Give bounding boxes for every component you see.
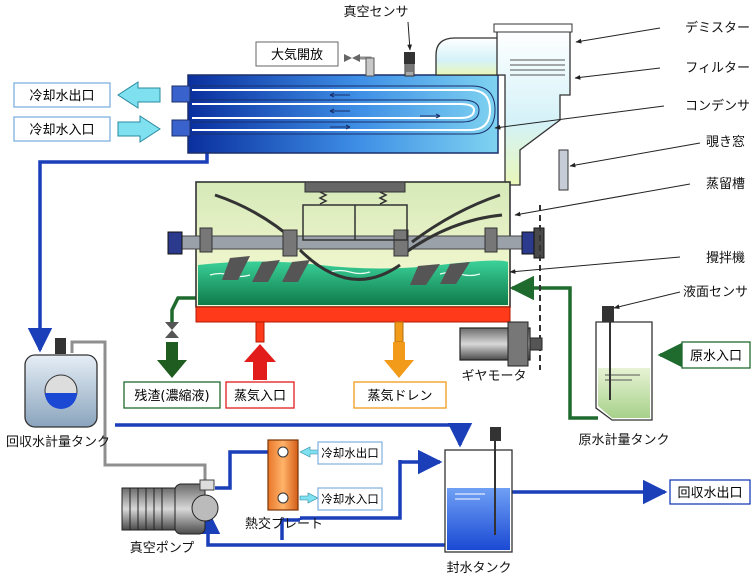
- condenser: [171, 74, 499, 154]
- steam-pipes: [255, 321, 404, 343]
- vapor-duct: [435, 23, 573, 191]
- label-plate-cooling-out: 冷却水出口: [321, 446, 379, 460]
- label-distillation-tank: 蒸留槽: [706, 177, 745, 192]
- cooling-out-box: [13, 82, 111, 108]
- plate-heat-exchanger: [267, 439, 299, 511]
- label-steam-drain: 蒸気ドレン: [367, 388, 432, 404]
- blue-pipes: [27, 150, 668, 547]
- residue-valve-icon: [165, 322, 179, 338]
- leader-lines: [407, 21, 701, 310]
- label-demister: デミスター: [685, 20, 750, 36]
- recovered-water-meter-tank: [24, 338, 98, 428]
- label-cooling-water-out: 冷却水出口: [29, 89, 94, 104]
- condenser-flow-arrows: [329, 92, 441, 130]
- gear-motor: [459, 321, 543, 367]
- big-arrows: [117, 81, 414, 504]
- label-atmosphere-open: 大気開放: [271, 47, 323, 63]
- label-level-sensor: 液面センサ: [683, 285, 748, 300]
- label-agitator: 攪拌機: [706, 251, 745, 266]
- label-filter: フィルター: [685, 61, 750, 76]
- label-sight-window: 覗き窓: [706, 134, 745, 150]
- raw-water-meter-tank: [595, 306, 653, 421]
- label-vacuum-sensor: 真空センサ: [343, 5, 408, 20]
- label-seal-water-tank: 封水タンク: [446, 561, 511, 576]
- vacuum-sensor: [404, 52, 415, 72]
- distillation-tank: [167, 181, 545, 323]
- cooling-in-box: [13, 116, 111, 142]
- seal-water-tank: [444, 427, 513, 553]
- steam-drain-box: [353, 381, 447, 409]
- plate-cooling-in-box: [317, 487, 383, 511]
- label-raw-water-meter-tank: 原水計量タンク: [578, 432, 669, 448]
- label-residue: 残渣(濃縮液): [134, 388, 209, 404]
- label-gear-motor: ギヤモータ: [461, 369, 526, 384]
- label-condenser: コンデンサ: [685, 98, 750, 114]
- label-vacuum-pump: 真空ポンプ: [130, 541, 195, 556]
- label-plate-heat-exchanger: 熱交プレート: [245, 516, 323, 532]
- plate-cooling-out-box: [317, 441, 383, 465]
- atmosphere-valve-icon: [344, 54, 360, 62]
- steam-inlet-box: [225, 381, 295, 409]
- label-recovered-water-meter-tank: 回収水計量タンク: [6, 434, 110, 450]
- atmosphere-open-box: [255, 41, 339, 67]
- raw-water-inlet-box: [681, 341, 751, 369]
- recovered-water-outlet-box: [669, 479, 751, 505]
- vacuum-pump: [121, 479, 219, 535]
- label-steam-inlet: 蒸気入口: [234, 388, 286, 404]
- label-recovered-water-outlet: 回収水出口: [677, 486, 742, 501]
- label-raw-water-inlet: 原水入口: [690, 349, 742, 364]
- label-cooling-water-in: 冷却水入口: [29, 123, 94, 138]
- residue-box: [123, 381, 221, 409]
- label-plate-cooling-in: 冷却水入口: [321, 492, 379, 506]
